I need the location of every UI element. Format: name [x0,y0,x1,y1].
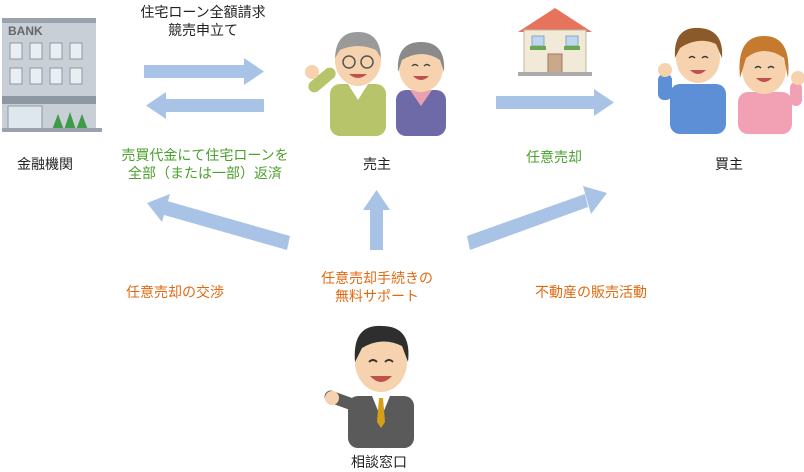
bank-sign: BANK [8,24,43,38]
edge-label-line: 住宅ローン全額請求 [140,5,266,21]
arrow-bank-to-seller [144,58,264,85]
edge-label-line: 全部（または一部）返済 [128,166,282,182]
edge-label-bank-to-seller: 住宅ローン全額請求 競売申立て [120,4,286,40]
arrow-consult-to-bank [147,194,290,250]
node-label-bank: 金融機関 [17,157,73,173]
edge-label-seller-to-buyer: 任意売却 [526,150,582,166]
edge-label-line: 売買代金にて住宅ローンを [121,148,289,164]
edge-label-line: 無料サポート [335,289,419,305]
edge-label-consult-to-buyer: 不動産の販売活動 [535,285,647,301]
edge-label-consult-to-bank: 任意売却の交渉 [126,285,224,301]
arrow-seller-to-bank [146,92,264,119]
node-label-consultant: 相談窓口 [351,455,407,471]
arrow-consult-to-buyer [467,186,607,250]
edge-label-line: 任意売却手続きの [321,271,433,287]
house-icon [518,8,592,76]
seller-couple-icon [305,32,446,136]
consultant-icon [324,325,414,448]
node-label-buyer: 買主 [715,157,743,173]
bank-building-icon: BANK [2,18,102,132]
buyer-couple-icon [658,27,804,134]
edge-label-consult-to-seller: 任意売却手続きの 無料サポート [292,270,462,306]
arrow-seller-to-buyer [496,89,614,116]
edge-label-line: 競売申立て [168,23,238,39]
edge-label-seller-to-bank: 売買代金にて住宅ローンを 全部（または一部）返済 [100,147,310,183]
node-label-seller: 売主 [363,157,391,173]
arrow-consult-to-seller [363,190,390,250]
